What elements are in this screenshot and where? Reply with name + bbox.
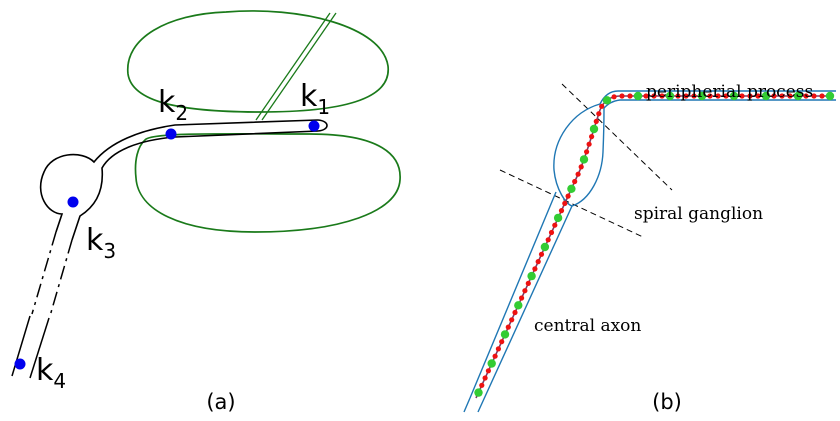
green-node-dot (634, 92, 642, 100)
red-segment-dot (572, 179, 577, 184)
green-node-dot (567, 185, 575, 193)
green-node-dot (488, 359, 496, 367)
label-spiral-ganglion: spiral ganglion (634, 204, 763, 224)
green-node-dot (514, 301, 522, 309)
sheath-axon-end (464, 398, 470, 412)
track-dots (474, 92, 834, 397)
red-segment-dot (539, 252, 544, 257)
red-segment-dot (526, 281, 531, 286)
red-segment-dot (612, 94, 617, 99)
red-segment-dot (509, 317, 514, 322)
panel-b-label: (b) (652, 390, 682, 414)
red-segment-dot (619, 93, 624, 98)
red-segment-dot (627, 93, 632, 98)
label-k4: k4 (36, 353, 66, 393)
node-k4 (15, 359, 26, 370)
red-segment-dot (559, 208, 564, 213)
node-k1 (309, 121, 320, 132)
red-segment-dot (589, 134, 594, 139)
red-segment-dot (506, 325, 511, 330)
red-segment-dot (519, 295, 524, 300)
red-segment-dot (599, 104, 604, 109)
red-segment-dot (483, 375, 488, 380)
red-segment-dot (552, 223, 557, 228)
red-segment-dot (549, 230, 554, 235)
panel-a-label: (a) (206, 390, 235, 414)
green-node-dot (603, 96, 611, 104)
green-node-dot (527, 272, 535, 280)
lower-cell-outline (135, 134, 400, 232)
node-k2 (166, 129, 177, 140)
red-segment-dot (496, 346, 501, 351)
boundary-line-lower (500, 170, 643, 237)
panel-a: k1 k2 k3 k4 (a) (12, 11, 400, 414)
label-peripheral-process: peripherial process (646, 82, 813, 102)
label-central-axon: central axon (534, 316, 641, 336)
green-node-dot (826, 92, 834, 100)
label-k2: k2 (158, 85, 188, 125)
panel-b: peripherial process spiral ganglion cent… (464, 82, 836, 414)
red-segment-dot (499, 339, 504, 344)
red-segment-dot (579, 164, 584, 169)
red-segment-dot (562, 201, 567, 206)
red-segment-dot (587, 142, 592, 147)
red-segment-dot (522, 288, 527, 293)
red-segment-dot (536, 259, 541, 264)
label-k3: k3 (86, 223, 116, 263)
red-segment-dot (594, 119, 599, 124)
red-segment-dot (479, 383, 484, 388)
node-k3 (68, 197, 79, 208)
sheath-axon-right (478, 206, 572, 412)
red-segment-dot (486, 368, 491, 373)
red-segment-dot (512, 310, 517, 315)
red-segment-dot (584, 149, 589, 154)
red-segment-dot (532, 266, 537, 271)
green-node-dot (590, 125, 598, 133)
red-segment-dot (596, 111, 601, 116)
label-k1: k1 (300, 79, 330, 119)
neuron-track (476, 96, 830, 398)
green-node-dot (541, 243, 549, 251)
axon-dashed-right (50, 240, 72, 316)
axon-dashed-left (32, 232, 56, 314)
green-node-dot (580, 155, 588, 163)
red-segment-dot (819, 93, 824, 98)
green-node-dot (501, 330, 509, 338)
red-segment-dot (566, 194, 571, 199)
red-segment-dot (493, 354, 498, 359)
red-segment-dot (576, 172, 581, 177)
red-segment-dot (546, 237, 551, 242)
green-node-dot (554, 214, 562, 222)
green-node-dot (474, 388, 482, 396)
sheath-axon-left (470, 192, 556, 398)
